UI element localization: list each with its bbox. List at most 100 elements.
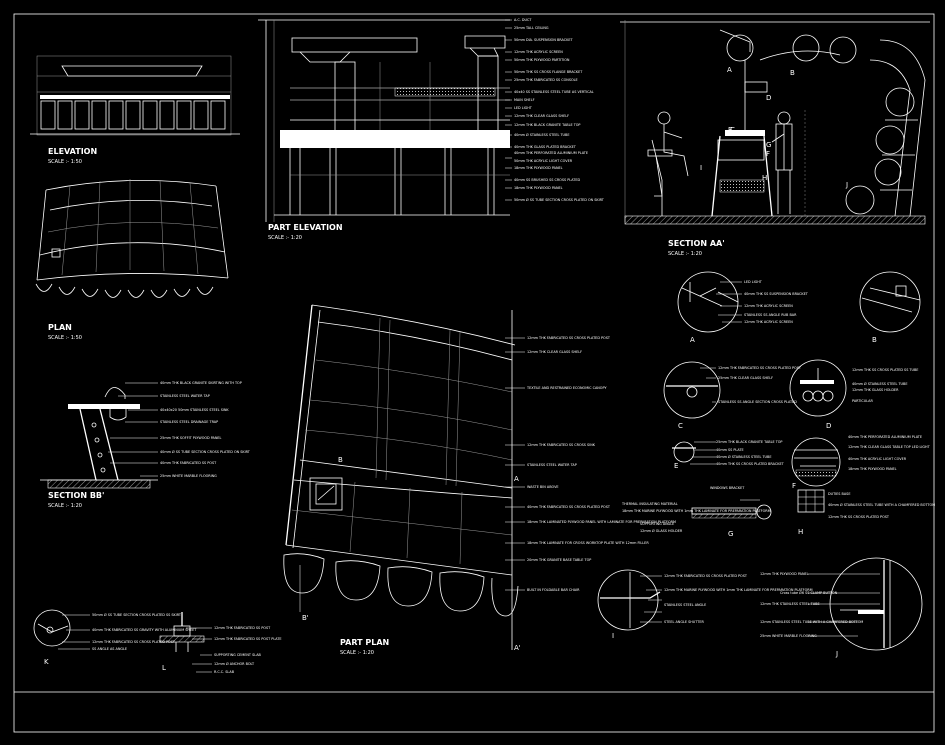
part-elevation-note: 25mm TALL CEILING [514, 26, 549, 30]
section-bb-view [40, 382, 158, 489]
part-elevation-notes: A.C. DUCT 25mm TALL CEILING 50mm DIA. SU… [514, 18, 605, 202]
detail-h-notes: DUTIES BASE 40mm Ø STAINLESS STEEL TUBE … [828, 492, 935, 519]
aa-right-rack [845, 39, 926, 217]
part-elevation-note: 25mm THK FABRICATED SS CONSOLE [514, 78, 578, 82]
section-bb-note: 40mm THK BLACK GRANITE SKIRTING WITH TOP [160, 381, 242, 385]
part-elevation-note: A.C. DUCT [514, 18, 532, 22]
detail-j-note: 25mm WHITE MARBLE FLOORING [760, 634, 817, 638]
detail-k [33, 609, 90, 650]
part-plan-scale: SCALE :- 1:20 [340, 650, 374, 656]
sheet-border [13, 13, 935, 733]
section-bb-scale: SCALE :- 1:20 [48, 503, 82, 509]
part-elevation-note: 50mm THK ACRYLIC LIGHT COVER [514, 159, 573, 163]
part-elevation-title: PART ELEVATION [268, 223, 343, 232]
elevation-title: ELEVATION [48, 147, 97, 156]
detail-c-notes: 12mm THK FABRICATED SS CROSS PLATED POST… [718, 366, 802, 404]
detail-f [791, 437, 841, 487]
part-elevation-note: 50mm DIA. SUSPENSION BRACKET [514, 38, 574, 42]
plan-title: PLAN [48, 323, 72, 332]
detail-d-note: 12mm THK GLASS HOLDER [852, 388, 899, 392]
section-bb-note: 40x40x20 50mm STAINLESS STEEL SINK [160, 408, 229, 412]
detail-a-notes: LED LIGHT 40mm THK SS SUSPENSION BRACKET… [744, 280, 809, 324]
detail-i-label: I [612, 632, 614, 640]
section-bb-note: STAINLESS STEEL DRAINAGE TRAP [160, 420, 218, 424]
detail-f-note: 18mm THK PLYWOOD PANEL [848, 467, 897, 471]
detail-h [797, 489, 825, 513]
section-aa-label-h: H [762, 174, 767, 182]
detail-l [159, 612, 212, 673]
section-aa-label-c: C [730, 126, 735, 134]
part-plan-note: 12mm THK FABRICATED SS CROSS SINK [527, 443, 596, 447]
part-elevation-note: 40mm SS BRUSHED SS CROSS PLATED [514, 178, 581, 182]
cut-marker-b: B [338, 456, 343, 464]
detail-a-note: 12mm THK ACRYLIC SCREEN [744, 320, 793, 324]
section-aa-label-a: A [727, 66, 732, 74]
detail-j-notes: 12mm THK PLYWOOD PANEL Cross tube Ø6 SS … [760, 572, 863, 638]
detail-e-label: E [674, 462, 678, 470]
detail-g-note: SUPPORTING ANGLE [640, 522, 674, 526]
section-aa-label-g: G [766, 141, 771, 149]
part-elevation-note: 12mm THK ACRYLIC SCREEN [514, 50, 563, 54]
section-bb-note: 40mm Ø SS TUBE SECTION CROSS PLATED ON S… [160, 449, 251, 454]
detail-e-note: 25mm THK BLACK GRANITE TABLE TOP [716, 440, 782, 444]
section-bb-notes: 40mm THK BLACK GRANITE SKIRTING WITH TOP… [160, 381, 251, 478]
detail-b-label: B [872, 336, 877, 344]
detail-l-note: 12mm THK FABRICATED SS POST [214, 626, 271, 630]
part-plan-notes: 12mm THK FABRICATED SS CROSS PLATED POST… [526, 336, 676, 592]
detail-h-note: 40mm Ø STAINLESS STEEL TUBE WITH A CHAMF… [828, 502, 935, 507]
detail-f-note: 40mm THK PERFORATED ALUMINIUM PLATE [848, 435, 922, 439]
detail-h-note: DUTIES BASE [828, 492, 850, 496]
part-elevation-view [258, 19, 512, 222]
elevation-scale: SCALE :- 1:50 [48, 159, 82, 165]
section-bb-note: 40mm THK FABRICATED SS POST [160, 461, 217, 465]
detail-c-note: 25mm THK CLEAR GLASS SHELF [718, 376, 773, 380]
section-aa-label-i: I [700, 164, 702, 172]
detail-j-note: 12mm STAINLESS STEEL TUBE WITH A CHAMFER… [760, 620, 863, 624]
elevation-bays [40, 100, 226, 130]
part-plan-title: PART PLAN [340, 638, 389, 647]
detail-g [691, 499, 772, 520]
section-aa-label-b: B [790, 69, 795, 77]
detail-a-note: 40mm THK SS SUSPENSION BRACKET [744, 292, 809, 296]
detail-g-note: THERMAL INSULATING MATERIAL [621, 502, 678, 506]
detail-g-note: 18mm THK MARINE PLYWOOD WITH 1mm THK LAM… [622, 509, 771, 513]
section-aa-label-f: F [766, 150, 770, 158]
part-elevation-note: 40mm THK PERFORATED ALUMINIUM PLATE [514, 151, 588, 155]
detail-l-notes: 12mm THK FABRICATED SS POST 12mm THK FAB… [214, 626, 282, 674]
detail-f-notes: 40mm THK PERFORATED ALUMINIUM PLATE 12mm… [848, 435, 931, 471]
section-bb-note: STAINLESS STEEL WATER TAP [160, 394, 210, 398]
detail-f-note: 40mm THK ACRYLIC LIGHT COVER [848, 457, 907, 461]
detail-i-note: STEEL ANGLE SHUTTER [664, 620, 704, 624]
part-elevation-note: 40mm THK GLASS PLATED BRACKET [514, 145, 577, 149]
detail-d-note: 40mm Ø STAINLESS STEEL TUBE [852, 381, 907, 386]
detail-a-note: STAINLESS SS ANGLE RUB BAR [744, 313, 797, 317]
detail-i-note: 12mm THK FABRICATED SS CROSS PLATED POST [664, 574, 748, 578]
detail-j [808, 557, 923, 651]
part-elevation-scale: SCALE :- 1:20 [268, 235, 302, 241]
detail-i-notes: 12mm THK FABRICATED SS CROSS PLATED POST… [664, 574, 813, 624]
detail-c-note: 12mm THK FABRICATED SS CROSS PLATED POST [718, 366, 802, 370]
cut-marker-a: A [514, 475, 519, 483]
part-plan-note: 18mm THK LAMINATED PLYWOOD PANEL WITH LA… [527, 520, 676, 524]
section-aa-view [620, 20, 930, 225]
detail-j-label: J [835, 650, 838, 658]
part-elevation-note: MAIN SHELF [514, 98, 535, 102]
part-plan-note: 12mm THK FABRICATED SS CROSS PLATED POST [527, 336, 611, 340]
detail-l-note: SUPPORTING CEMENT SLAB [214, 653, 262, 657]
cut-marker-b-prime: B' [302, 614, 309, 622]
detail-k-notes: 50mm Ø SS TUBE SECTION CROSS PLATED SS S… [92, 612, 197, 651]
part-elevation-note: 50mm Ø SS TUBE SECTION CROSS PLATED ON S… [514, 197, 605, 202]
detail-k-label: K [44, 658, 49, 666]
detail-l-note: 12mm THK FABRICATED SS POST PLATE [214, 637, 282, 641]
part-plan-note: 18mm THK LAMINATE FOR CROSS WORKTOP PLAT… [527, 541, 649, 545]
part-elevation-note: 40mm Ø STAINLESS STEEL TUBE [514, 132, 569, 137]
seated-person [647, 111, 689, 216]
part-plan-chairs [283, 553, 519, 617]
plan-view [35, 179, 229, 298]
detail-i-note: STAINLESS STEEL ANGLE [664, 603, 706, 607]
detail-f-note: 12mm THK CLEAR GLASS TABLE TOP LED LIGHT [848, 445, 931, 449]
section-aa-label-e: E [728, 126, 732, 134]
detail-l-note: 12mm Ø ANCHOR BOLT [214, 661, 255, 666]
detail-e-note: 40mm THK SS CROSS PLATED BRACKET [716, 462, 785, 466]
detail-l-label: L [162, 664, 166, 672]
